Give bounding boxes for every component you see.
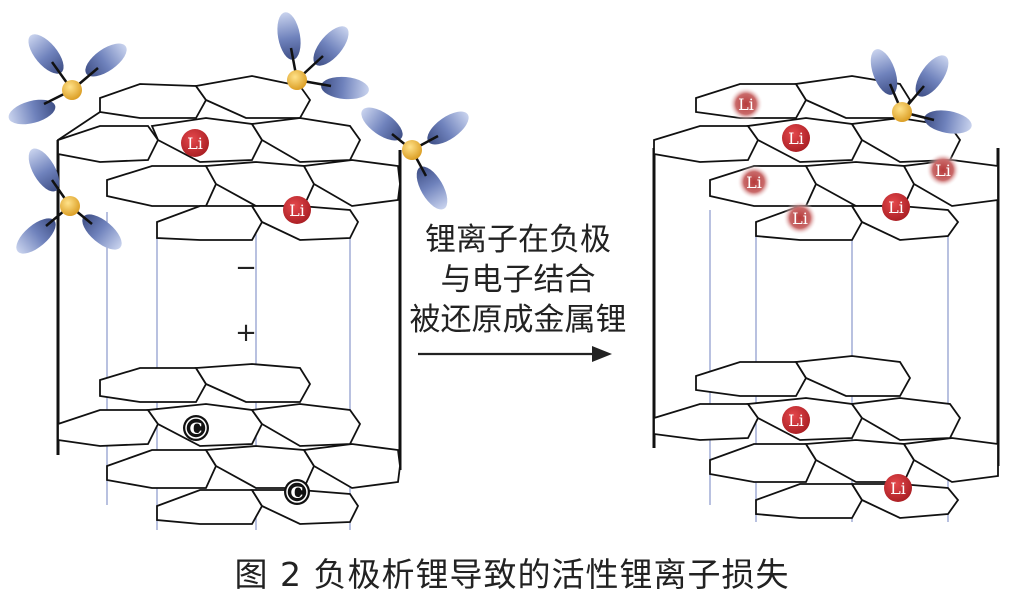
svg-text:Li: Li xyxy=(187,134,203,153)
carbon-atom-2: C xyxy=(284,479,310,505)
solvated-lithium-cluster-1 xyxy=(8,34,127,125)
left-frame xyxy=(56,140,402,470)
right-lithium-ion-4: Li xyxy=(884,474,912,502)
process-label-line-2: 与电子结合 xyxy=(440,262,596,298)
svg-text:Li: Li xyxy=(890,479,906,498)
svg-text:Li: Li xyxy=(792,209,808,228)
solvated-lithium-cluster-3 xyxy=(361,107,469,210)
left-lithium-ion-2: Li xyxy=(283,196,311,224)
plus-sign: + xyxy=(235,318,257,348)
right-frame xyxy=(652,148,1000,466)
right-lithium-ion-2: Li xyxy=(882,193,910,221)
plated-lithium-2: Li xyxy=(737,165,771,199)
figure-caption: 图 2 负极析锂导致的活性锂离子损失 xyxy=(234,555,790,594)
right-lithium-ion-1: Li xyxy=(782,124,810,152)
plated-lithium-3: Li xyxy=(783,201,817,235)
left-anode-structure: − + Li Li C xyxy=(8,12,469,530)
svg-text:Li: Li xyxy=(788,129,804,148)
left-charge-markers: − + xyxy=(235,253,257,348)
right-anode-structure: Li Li Li Li Li Li Li Li xyxy=(652,49,1000,522)
right-lithium-ion-3: Li xyxy=(782,406,810,434)
svg-text:Li: Li xyxy=(289,201,305,220)
process-label-line-1: 锂离子在负极 xyxy=(425,222,611,258)
svg-text:Li: Li xyxy=(746,173,762,192)
carbon-atom-1: C xyxy=(183,415,209,441)
left-bottom-graphene-layer xyxy=(57,363,401,525)
solvated-lithium-cluster-5 xyxy=(870,49,972,134)
solvated-lithium-cluster-2 xyxy=(277,12,369,100)
svg-text:Li: Li xyxy=(935,161,951,180)
minus-sign: − xyxy=(235,253,257,283)
plated-lithium-1: Li xyxy=(729,87,763,121)
svg-text:C: C xyxy=(190,419,203,438)
svg-text:Li: Li xyxy=(888,198,904,217)
plated-lithium-4: Li xyxy=(926,153,960,187)
process-label-line-3: 被还原成金属锂 xyxy=(409,302,627,338)
left-lithium-ion-1: Li xyxy=(181,129,209,157)
svg-text:Li: Li xyxy=(738,95,754,114)
solvated-lithium-cluster-4 xyxy=(16,148,122,254)
svg-text:C: C xyxy=(291,483,304,502)
process-arrow xyxy=(418,346,612,362)
left-top-graphene-layer xyxy=(57,75,401,241)
right-top-graphene-layer xyxy=(653,75,999,241)
svg-text:Li: Li xyxy=(788,411,804,430)
right-bottom-graphene-layer xyxy=(653,355,999,519)
